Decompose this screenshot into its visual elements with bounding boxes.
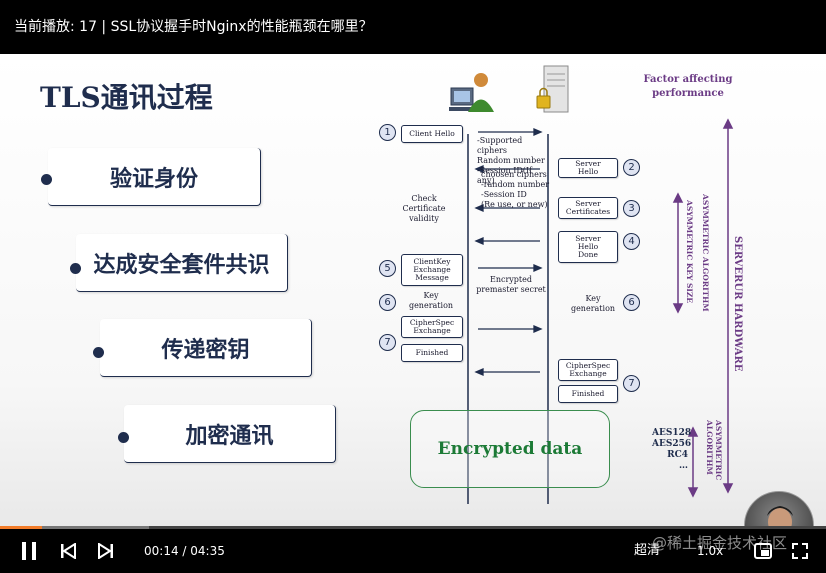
msg-server-hello-done: Server Hello Done [558,231,618,263]
fullscreen-button[interactable] [788,529,812,573]
skip-previous-icon [60,543,76,559]
arrowhead-server-cipherspec [476,369,483,375]
client-computer-icon [449,73,494,112]
symmetric-algorithm-label: ASYMMETRIC ALGORITHM [705,420,723,480]
arrowhead-server-hardware-bottom [724,484,732,492]
step-key-transfer: 传递密钥 [100,319,312,377]
time-display: 00:14 / 04:35 [144,529,225,573]
cipher-list: AES128 AES256 RC4 … [652,428,688,472]
pause-button[interactable] [14,529,44,573]
arrowhead-symmetric-bottom [689,488,697,496]
msg-server-hello: Server Hello [558,158,618,178]
step-number: 6 [379,294,396,311]
server-hardware-label: SERVERUR HARDWARE [732,236,743,371]
msg-client-finished: Finished [401,344,463,362]
arrowhead-client-hello [534,129,541,135]
factor-title: Factor affecting performance [640,73,736,101]
cipher-item: AES128 [652,428,688,439]
pause-icon [20,541,38,561]
step-number: 7 [623,375,640,392]
bullet-dot [41,174,52,185]
msg-server-cipherspec: CipherSpec Exchange [558,359,618,381]
slide-title: TLS通讯过程 [40,76,213,116]
msg-server-certificates: Server Certificates [558,197,618,219]
arrowhead-client-key-exchange [534,265,541,271]
server-hello-params: choosen ciphers -random number -Session … [481,170,555,210]
arrowhead-client-cipherspec [534,326,541,332]
step-number: 1 [379,124,396,141]
skip-next-icon [98,543,114,559]
bullet-dot [70,263,81,274]
step-encrypted-communication: 加密通讯 [124,405,336,463]
cipher-item: RC4 [652,450,688,461]
bullet-dot [118,432,129,443]
arrowhead-asymmetric-bottom [674,304,682,312]
previous-button[interactable] [56,529,80,573]
client-key-generation: Key generation [401,291,461,311]
current-time: 00:14 [144,544,179,558]
step-verify-identity: 验证身份 [48,148,261,206]
next-button[interactable] [94,529,118,573]
msg-client-hello: Client Hello [401,125,463,143]
step-number: 6 [623,294,640,311]
step-cipher-agreement: 达成安全套件共识 [76,234,288,292]
msg-client-cipherspec: CipherSpec Exchange [401,316,463,338]
step-number: 2 [623,159,640,176]
bullet-dot [93,347,104,358]
watermark: @稀土掘金技术社区 [652,532,787,553]
msg-client-key-exchange: ClientKey Exchange Message [401,254,463,286]
duration: 04:35 [190,544,225,558]
cipher-item: … [652,461,688,472]
fullscreen-icon [792,543,808,559]
slide-canvas: TLS通讯过程 验证身份 达成安全套件共识 传递密钥 加密通讯 1 Client… [0,54,826,526]
cipher-item: AES256 [652,439,688,450]
arrowhead-server-hardware-top [724,120,732,128]
time-separator: / [179,544,191,558]
server-key-generation: Key generation [566,294,620,314]
check-certificate-text: Check Certificate validity [396,194,452,224]
arrowhead-asymmetric-top [674,194,682,202]
step-number: 5 [379,260,396,277]
msg-server-finished: Finished [558,385,618,403]
step-number: 3 [623,200,640,217]
asymmetric-algorithm-label: ASYMMETRIC ALGORITHM [701,194,710,312]
encrypted-data-box: Encrypted data [410,410,610,488]
asymmetric-key-size-label: ASYMMETRIC KEY SIZE [685,200,694,303]
arrowhead-server-hello-done [476,238,483,244]
step-number: 4 [623,233,640,250]
video-title: 当前播放: 17 | SSL协议握手时Nginx的性能瓶颈在哪里？ [0,0,826,54]
encrypted-premaster-text: Encrypted premaster secret [473,275,549,295]
step-number: 7 [379,334,396,351]
server-icon [537,66,568,112]
